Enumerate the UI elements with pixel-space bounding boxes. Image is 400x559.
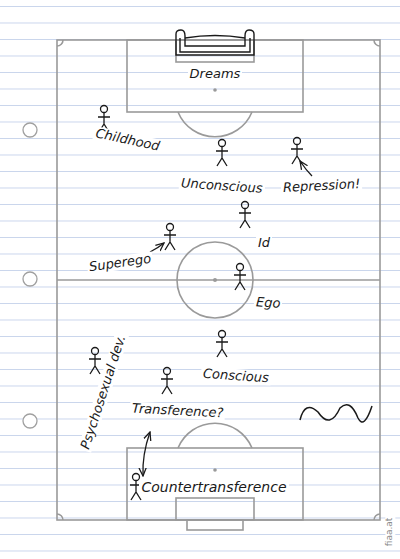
- handwritten-label: Countertransference: [139, 480, 288, 495]
- stick-figure: [291, 138, 303, 165]
- stick-figure: [161, 368, 173, 395]
- watermark: fiaa.at: [385, 516, 395, 549]
- pitch-lines: [57, 40, 380, 530]
- punch-holes: [23, 123, 37, 428]
- stick-figure: [234, 264, 246, 291]
- stick-figures: [89, 106, 303, 501]
- stick-figure: [216, 140, 228, 167]
- handwritten-label: Id: [256, 236, 272, 250]
- leader-arrows: [143, 161, 312, 476]
- couch-goal: [176, 30, 254, 55]
- scribble: [300, 405, 372, 422]
- handwritten-label: Dreams: [188, 67, 243, 81]
- stick-figure: [164, 224, 176, 251]
- stick-figure: [89, 348, 101, 375]
- stick-figure: [216, 331, 228, 358]
- handwritten-label: Ego: [253, 295, 282, 311]
- stick-figure: [239, 202, 251, 229]
